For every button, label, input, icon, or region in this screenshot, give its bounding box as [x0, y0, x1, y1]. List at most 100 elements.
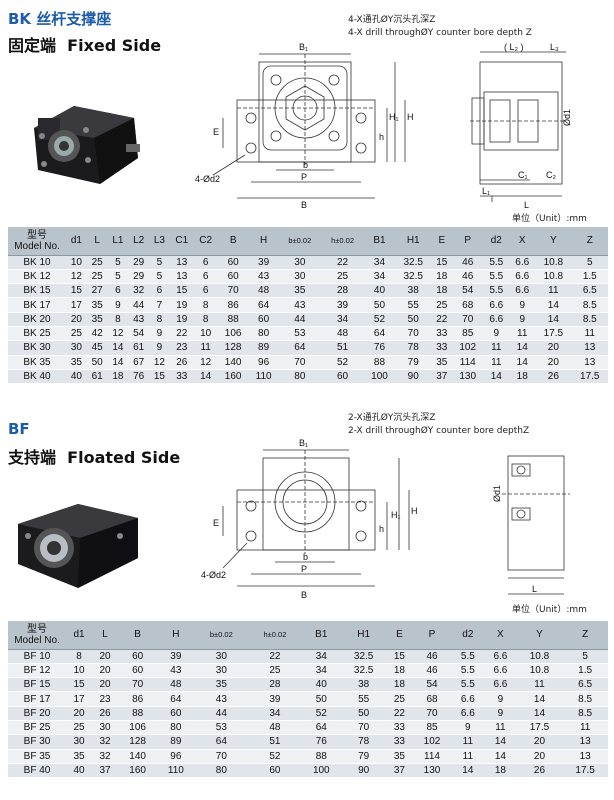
bf-series-title: BF: [8, 420, 30, 438]
value-cell: 15: [149, 369, 170, 385]
value-cell: 10.8: [516, 663, 563, 679]
value-cell: 100: [301, 763, 341, 779]
bk-col-header: H1: [395, 227, 432, 256]
value-cell: 70: [340, 720, 387, 736]
value-cell: 13: [169, 269, 194, 285]
bk-dim-p: P: [301, 172, 307, 182]
value-cell: 52: [248, 749, 302, 764]
value-cell: 50: [340, 706, 387, 721]
bk-dim-l2: ( L₂ ): [504, 42, 524, 52]
value-cell: 80: [278, 369, 322, 385]
value-cell: 11: [535, 283, 572, 299]
value-cell: 8: [193, 297, 218, 313]
value-cell: 5: [107, 269, 129, 285]
value-cell: 32.5: [395, 269, 432, 285]
value-cell: 14: [484, 749, 517, 764]
bf-col-header: h±0.02: [248, 621, 302, 650]
bk-col-header: P: [452, 227, 484, 256]
value-cell: 34: [248, 706, 302, 721]
value-cell: 12: [66, 269, 87, 285]
value-cell: 40: [66, 369, 87, 385]
value-cell: 11: [483, 355, 510, 370]
bf-col-header: Y: [516, 621, 563, 650]
value-cell: 32.5: [340, 663, 387, 679]
value-cell: 20: [92, 663, 119, 679]
value-cell: 9: [484, 706, 517, 721]
bk-col-header: L: [86, 227, 108, 256]
value-cell: 50: [301, 691, 341, 707]
value-cell: 39: [157, 649, 195, 664]
value-cell: 128: [118, 734, 158, 750]
value-cell: 80: [248, 326, 279, 342]
value-cell: 44: [194, 706, 249, 721]
bk-dim-h: h: [379, 132, 384, 142]
value-cell: 160: [118, 763, 158, 779]
value-cell: 33: [386, 734, 413, 750]
value-cell: 37: [431, 369, 453, 385]
value-cell: 20: [92, 649, 119, 664]
value-cell: 44: [278, 312, 322, 327]
value-cell: 30: [66, 340, 87, 356]
bf-col-header: E: [386, 621, 413, 650]
bf-note-cn: 2-X通孔ØY沉头孔深Z: [348, 413, 436, 423]
bf-unit-label: 单位（Unit）:mm: [512, 605, 587, 615]
value-cell: 43: [278, 297, 322, 313]
value-cell: 20: [535, 355, 572, 370]
value-cell: 43: [194, 691, 249, 707]
value-cell: 106: [118, 720, 158, 736]
bk-col-header: H: [248, 227, 279, 256]
bf-front-view-drawing: B₁ E h H₁ H 4-Ød2 b P B: [201, 438, 418, 600]
value-cell: 20: [516, 749, 563, 764]
value-cell: 70: [217, 283, 249, 299]
bf-side-view-drawing: Ød1 L: [492, 455, 570, 595]
value-cell: 5.5: [483, 283, 510, 299]
bk-dim-H: H: [407, 112, 414, 122]
bf-col-header: H: [157, 621, 195, 650]
value-cell: 106: [217, 326, 249, 342]
value-cell: 26: [535, 369, 572, 385]
bf-col-header: B: [118, 621, 158, 650]
value-cell: 34: [321, 312, 364, 327]
value-cell: 15: [169, 283, 194, 299]
value-cell: 30: [92, 720, 119, 736]
value-cell: 20: [535, 340, 572, 356]
value-cell: 11: [562, 720, 608, 736]
value-cell: 51: [321, 340, 364, 356]
model-cell: BK 10: [8, 255, 66, 270]
value-cell: 61: [86, 369, 108, 385]
value-cell: 6.6: [509, 269, 536, 285]
value-cell: 13: [562, 734, 608, 750]
value-cell: 42: [86, 326, 108, 342]
value-cell: 17: [66, 297, 87, 313]
value-cell: 6.6: [451, 706, 485, 721]
value-cell: 86: [217, 297, 249, 313]
bk-col-header: L1: [107, 227, 129, 256]
value-cell: 22: [248, 649, 302, 664]
value-cell: 9: [149, 340, 170, 356]
value-cell: 17.5: [571, 369, 608, 385]
value-cell: 35: [431, 355, 453, 370]
value-cell: 89: [248, 340, 279, 356]
value-cell: 15: [66, 677, 93, 693]
bk-dim-e: E: [213, 127, 219, 137]
bf-col-header: H1: [340, 621, 387, 650]
value-cell: 23: [169, 340, 194, 356]
bf-dim-l: L: [532, 584, 537, 594]
value-cell: 33: [431, 340, 453, 356]
value-cell: 160: [217, 369, 249, 385]
value-cell: 32.5: [340, 649, 387, 664]
value-cell: 18: [431, 269, 453, 285]
bk-col-header: d2: [483, 227, 510, 256]
value-cell: 110: [157, 763, 195, 779]
value-cell: 70: [412, 706, 452, 721]
value-cell: 76: [363, 340, 396, 356]
bk-dim-l1: L₁: [482, 186, 490, 196]
value-cell: 35: [194, 677, 249, 693]
value-cell: 13: [169, 255, 194, 270]
